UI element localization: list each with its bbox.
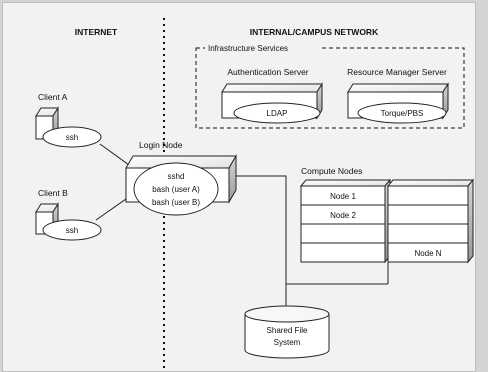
infrastructure-services-group [195, 47, 465, 129]
compute-nodes-title: Compute Nodes [301, 166, 362, 176]
storage-label-line1: Shared File [267, 326, 308, 335]
login-process-sshd: sshd [168, 172, 185, 181]
client-b-ssh-label: ssh [66, 226, 78, 235]
torque-label: Torque/PBS [381, 109, 424, 118]
compute-node-1: Node 1 [330, 192, 356, 201]
infrastructure-label-bg [205, 41, 321, 55]
compute-rack-right [386, 178, 475, 264]
client-b-label: Client B [38, 188, 68, 198]
internet-header: INTERNET [75, 27, 118, 37]
storage-label-line2: System [274, 338, 301, 347]
login-to-storage-link [236, 175, 287, 318]
ldap-label: LDAP [267, 109, 288, 118]
login-process-bash-b: bash (user B) [152, 198, 200, 207]
compute-node-n: Node N [414, 249, 441, 258]
login-node-process-ellipse [133, 162, 219, 216]
client-b-ssh-ellipse [42, 219, 102, 241]
internal-network-header: INTERNAL/CAMPUS NETWORK [250, 27, 379, 37]
client-a-ssh-ellipse [42, 126, 102, 148]
auth-server-title: Authentication Server [227, 67, 308, 77]
infrastructure-services-label: Infrastructure Services [208, 44, 288, 53]
torque-ellipse [357, 102, 447, 124]
ldap-ellipse [233, 102, 321, 124]
client-a-ssh-label: ssh [66, 133, 78, 142]
compute-node-2: Node 2 [330, 211, 356, 220]
shared-file-system-cylinder [244, 305, 330, 359]
login-process-bash-a: bash (user A) [152, 185, 200, 194]
client-a-label: Client A [38, 92, 68, 102]
login-node-title: Login Node [139, 140, 183, 150]
resource-server-title: Resource Manager Server [347, 67, 447, 77]
